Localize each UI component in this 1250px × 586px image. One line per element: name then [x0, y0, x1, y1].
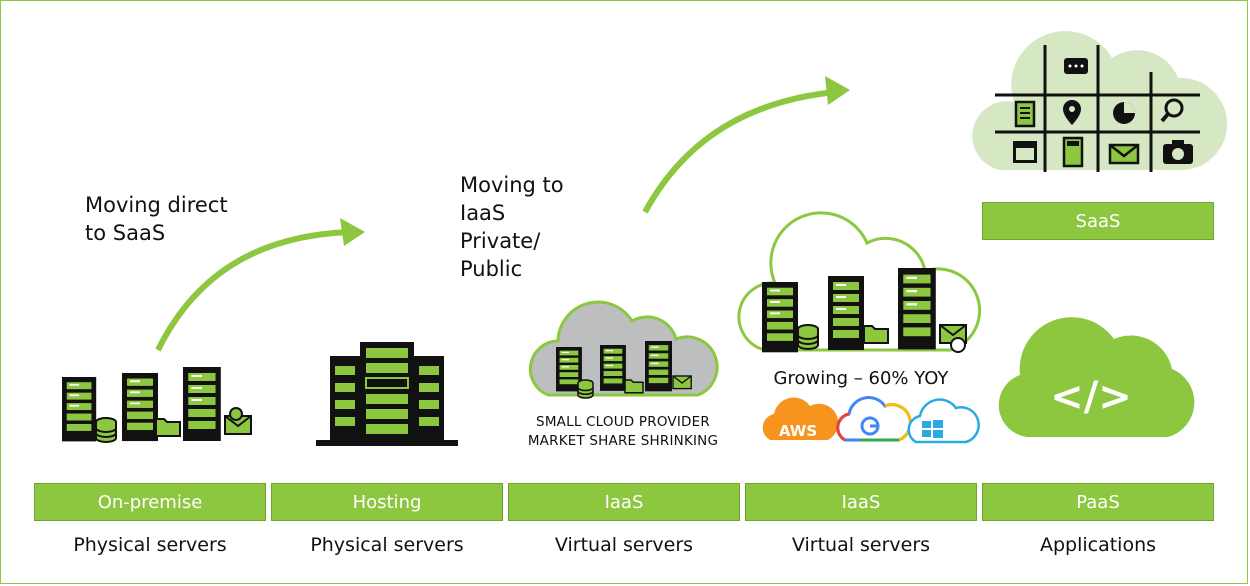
annotation-line: Moving direct [85, 193, 228, 217]
azure-windows-logo [907, 398, 980, 444]
large-cloud-provider-icon [737, 211, 982, 353]
aws-logo-text: AWS [779, 422, 817, 440]
annotation-small-cloud: SMALL CLOUD PROVIDER MARKET SHARE SHRINK… [508, 413, 738, 451]
stage-iaas-large-bar: IaaS [745, 483, 977, 521]
stage-on-premise-sub: Physical servers [73, 534, 227, 556]
annotation-moving-iaas: Moving to IaaS Private/ Public [460, 171, 564, 283]
stage-iaas-small-sub: Virtual servers [554, 534, 694, 556]
stage-hosting-bar: Hosting [271, 483, 503, 521]
annotation-line: MARKET SHARE SHRINKING [527, 433, 719, 449]
saas-apps-cloud-icon [972, 31, 1228, 172]
annotation-direct-saas: Moving direct to SaaS [85, 191, 228, 247]
annotation-line: Moving to [460, 173, 564, 197]
annotation-line: SMALL CLOUD PROVIDER [536, 414, 710, 430]
google-cloud-logo [836, 396, 912, 442]
annotation-line: Public [460, 257, 523, 281]
stage-paas-sub: Applications [1039, 534, 1157, 556]
code-icon-text: </> [1050, 374, 1132, 420]
stage-hosting-sub: Physical servers [310, 534, 464, 556]
small-cloud-provider-icon [528, 300, 719, 399]
annotation-line: to SaaS [85, 221, 166, 245]
stage-on-premise-bar: On-premise [34, 483, 266, 521]
on-premise-servers-icon [62, 367, 252, 443]
saas-label-bar: SaaS [982, 202, 1214, 240]
annotation-growing: Growing – 60% YOY [773, 368, 949, 389]
aws-logo: AWS [762, 397, 839, 440]
paas-code-cloud-icon: </> [998, 317, 1195, 437]
annotation-line: IaaS [460, 201, 506, 225]
annotation-line: Private/ [460, 229, 541, 253]
stage-iaas-small-bar: IaaS [508, 483, 740, 521]
stage-paas-bar: PaaS [982, 483, 1214, 521]
arrow-2 [642, 89, 836, 214]
arrow-1 [155, 229, 351, 352]
arrow-2-head [825, 76, 850, 105]
hosting-datacenter-icon [316, 342, 458, 446]
arrow-1-head [340, 218, 365, 246]
stage-iaas-large-sub: Virtual servers [791, 534, 931, 556]
